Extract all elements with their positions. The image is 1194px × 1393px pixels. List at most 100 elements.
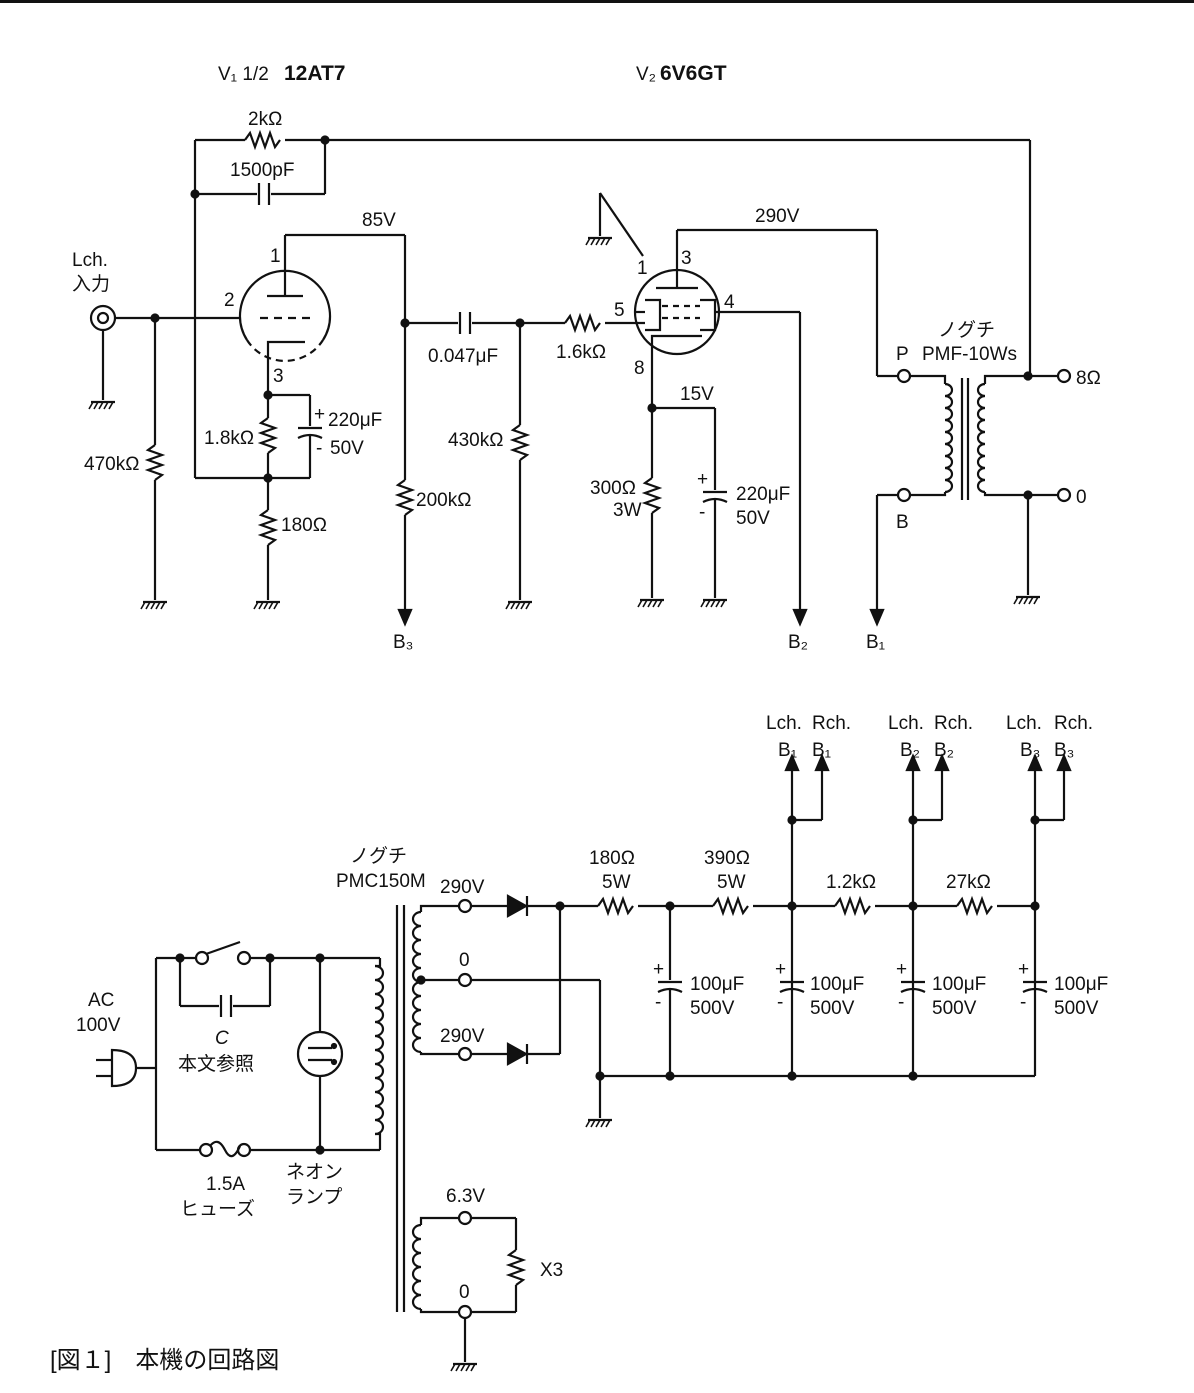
b1-rch: Rch.: [812, 713, 851, 734]
r1-power: 5W: [602, 872, 631, 893]
r-fb-label: 2kΩ: [248, 109, 282, 130]
filter-cap-3: [900, 901, 926, 1081]
c-note: 本文参照: [178, 1053, 254, 1075]
ac-voltage: 100V: [76, 1015, 121, 1036]
fuse-rating: 1.5A: [206, 1174, 245, 1195]
cap1-voltage: 500V: [690, 998, 735, 1019]
v2-pin-3: 3: [681, 248, 692, 269]
pt-model: PMC150M: [336, 871, 426, 892]
c-k1-voltage: -: [316, 438, 322, 459]
r3-value: 1.2kΩ: [826, 872, 876, 893]
v2-label: V₂: [636, 64, 656, 85]
r-load1-label: 200kΩ: [416, 490, 471, 511]
b1-lch: Lch.: [766, 713, 802, 734]
cap1-plus: +: [653, 959, 664, 980]
resistor-1-2k: [834, 895, 871, 917]
c-k2-voltage: 50V: [736, 508, 770, 529]
power-supply-section: Lch. Rch. B₁ B₁ Lch. Rch. B₂ B₂ Lch. Rch…: [76, 713, 1108, 1373]
cap1-value: 100μF: [690, 974, 744, 995]
tap-290-lower: 290V: [440, 1026, 485, 1047]
output-transformer: [896, 368, 1072, 503]
top-border: [0, 0, 1194, 3]
b1-outputs: [784, 753, 830, 1076]
filter-cap-2: [779, 901, 805, 1081]
cap3-plus: +: [896, 959, 907, 980]
v1-pin-cathode: 3: [273, 366, 284, 387]
v1-tube-symbol: [238, 235, 332, 395]
resistor-1-8k: [257, 417, 279, 454]
diode-lower: [506, 1042, 529, 1066]
b1-arrow: [869, 608, 885, 627]
b3-label: B₃: [393, 632, 413, 653]
b2-left: B₂: [900, 740, 920, 761]
resistor-2k: [244, 129, 281, 151]
v2-pin-1: 1: [637, 258, 648, 279]
c-k2-minus: -: [699, 502, 705, 523]
v2-plate-voltage: 290V: [755, 206, 800, 227]
r4-value: 27kΩ: [946, 872, 991, 893]
resistor-180-5w: [597, 895, 634, 917]
c-fb-label: 1500pF: [230, 160, 294, 181]
resistor-200k: [394, 479, 416, 516]
v2-pin-8: 8: [634, 358, 645, 379]
resistor-470k: [144, 444, 166, 481]
ac-plug-icon: [96, 1048, 156, 1088]
b2-rch: Rch.: [934, 713, 973, 734]
cap4-voltage: 500V: [1054, 998, 1099, 1019]
v1-label: V₁ 1/2: [218, 64, 269, 85]
v2-tube-symbol: [633, 230, 800, 356]
heater-coil: [411, 1223, 422, 1311]
b2-arrow: [792, 608, 808, 627]
r2-power: 5W: [717, 872, 746, 893]
fuse-label: ヒューズ: [180, 1198, 255, 1220]
r-k1b-label: 180Ω: [281, 515, 327, 536]
heater-load: [505, 1249, 527, 1286]
cap3-voltage: 500V: [932, 998, 977, 1019]
c-k1-plus: +: [314, 404, 325, 425]
r-gstop-label: 1.6kΩ: [556, 342, 606, 363]
v1-tube-type: 12AT7: [284, 62, 345, 85]
b2-right: B₂: [934, 740, 954, 761]
neon-lamp-icon: [296, 1030, 344, 1078]
c-k2-value: 220μF: [736, 484, 790, 505]
resistor-430k: [509, 424, 531, 461]
v1-pin-plate: 1: [270, 246, 281, 267]
c-k1-voltage-value: 50V: [330, 438, 364, 459]
c-couple-label: 0.047μF: [428, 346, 498, 367]
diode-upper: [506, 894, 529, 918]
resistor-180: [257, 509, 279, 546]
heater-zero: 0: [459, 1282, 470, 1303]
b3-arrow: [397, 608, 413, 627]
cap2-value: 100μF: [810, 974, 864, 995]
c-label: C: [215, 1028, 229, 1049]
fuse-icon: [198, 1140, 252, 1158]
v1-plate-voltage: 85V: [362, 210, 396, 231]
input-jack: [87, 304, 117, 411]
cap2-minus: -: [777, 992, 783, 1013]
primary-coil: [374, 964, 385, 1136]
cap2-plus: +: [775, 959, 786, 980]
ot-b-label: B: [896, 512, 909, 533]
resistor-300: [641, 477, 663, 514]
b1-left: B₁: [778, 740, 797, 761]
ot-maker: ノグチ: [938, 319, 995, 341]
cap4-value: 100μF: [1054, 974, 1108, 995]
v2-tube-type: 6V6GT: [660, 62, 727, 85]
b1-label: B₁: [866, 632, 885, 653]
b2-lch: Lch.: [888, 713, 924, 734]
b2-outputs: [905, 753, 950, 1076]
cap3-value: 100μF: [932, 974, 986, 995]
r-k1-label: 1.8kΩ: [204, 428, 254, 449]
r-k2-power: 3W: [613, 500, 642, 521]
neon-label-1: ネオン: [286, 1162, 343, 1183]
c-k1-value: 220μF: [328, 410, 382, 431]
filter-cap-1: [657, 901, 683, 1081]
b1-right: B₁: [812, 740, 831, 761]
v2-cathode-voltage: 15V: [680, 384, 714, 405]
resistor-1-6k: [564, 312, 601, 334]
b2-label: B₂: [788, 632, 808, 653]
ot-p-label: P: [896, 344, 909, 365]
v2-pin-5: 5: [614, 300, 625, 321]
r-grid1-label: 470kΩ: [84, 454, 139, 475]
